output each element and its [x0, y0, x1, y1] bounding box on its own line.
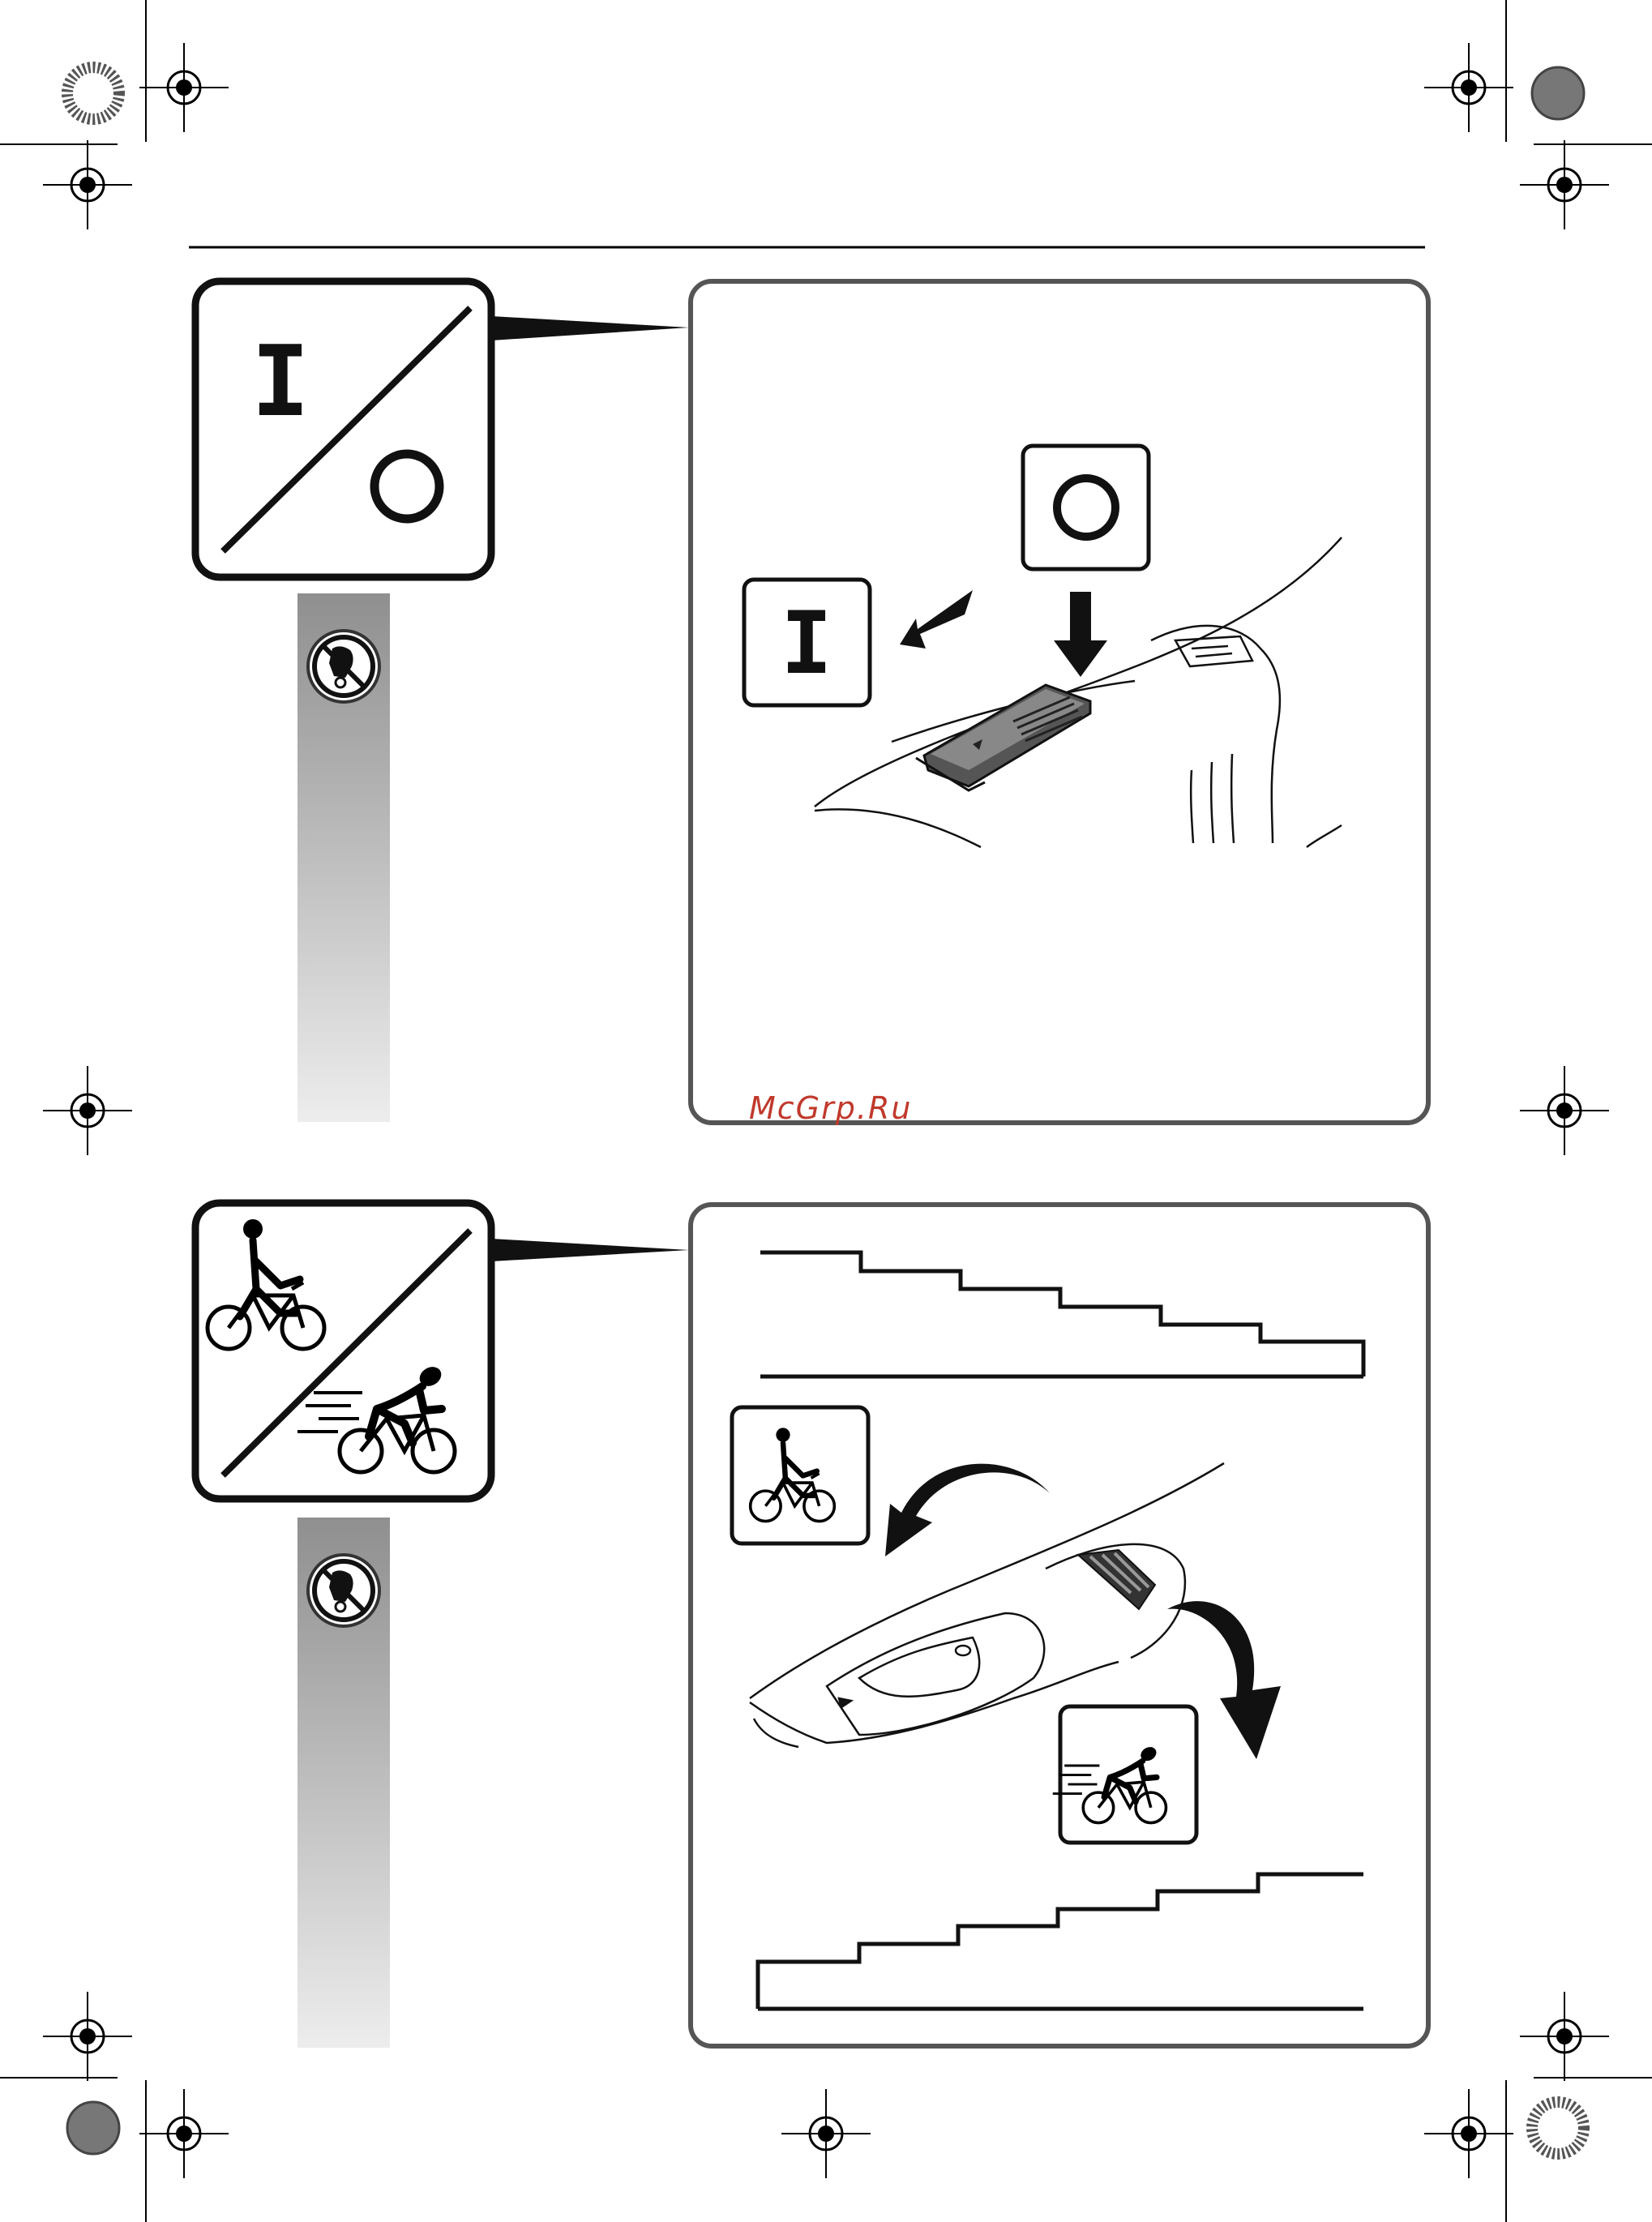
gray-calibration-dot	[67, 2102, 119, 2154]
slow-label-box	[732, 1407, 868, 1543]
watermark-text: McGrp.Ru	[749, 1090, 912, 1126]
speed-section	[195, 1203, 1428, 2048]
fast-label-box	[1053, 1706, 1196, 1843]
off-label-box	[1023, 446, 1149, 569]
gray-calibration-dot	[1532, 67, 1584, 119]
svg-text:I: I	[781, 593, 832, 693]
on-label-box: I	[744, 580, 870, 705]
color-calibration-starburst	[1532, 2102, 1584, 2154]
on-off-section: I I	[195, 281, 1428, 1123]
no-hand-operation-icon	[308, 1555, 379, 1626]
speed-selector-icon	[195, 1203, 491, 1499]
callout-pointer	[491, 316, 689, 340]
on-symbol: I	[251, 326, 310, 439]
on-off-icon: I	[195, 281, 491, 577]
color-calibration-starburst	[67, 67, 119, 119]
no-hand-operation-icon	[308, 631, 379, 702]
callout-pointer	[491, 1239, 689, 1261]
